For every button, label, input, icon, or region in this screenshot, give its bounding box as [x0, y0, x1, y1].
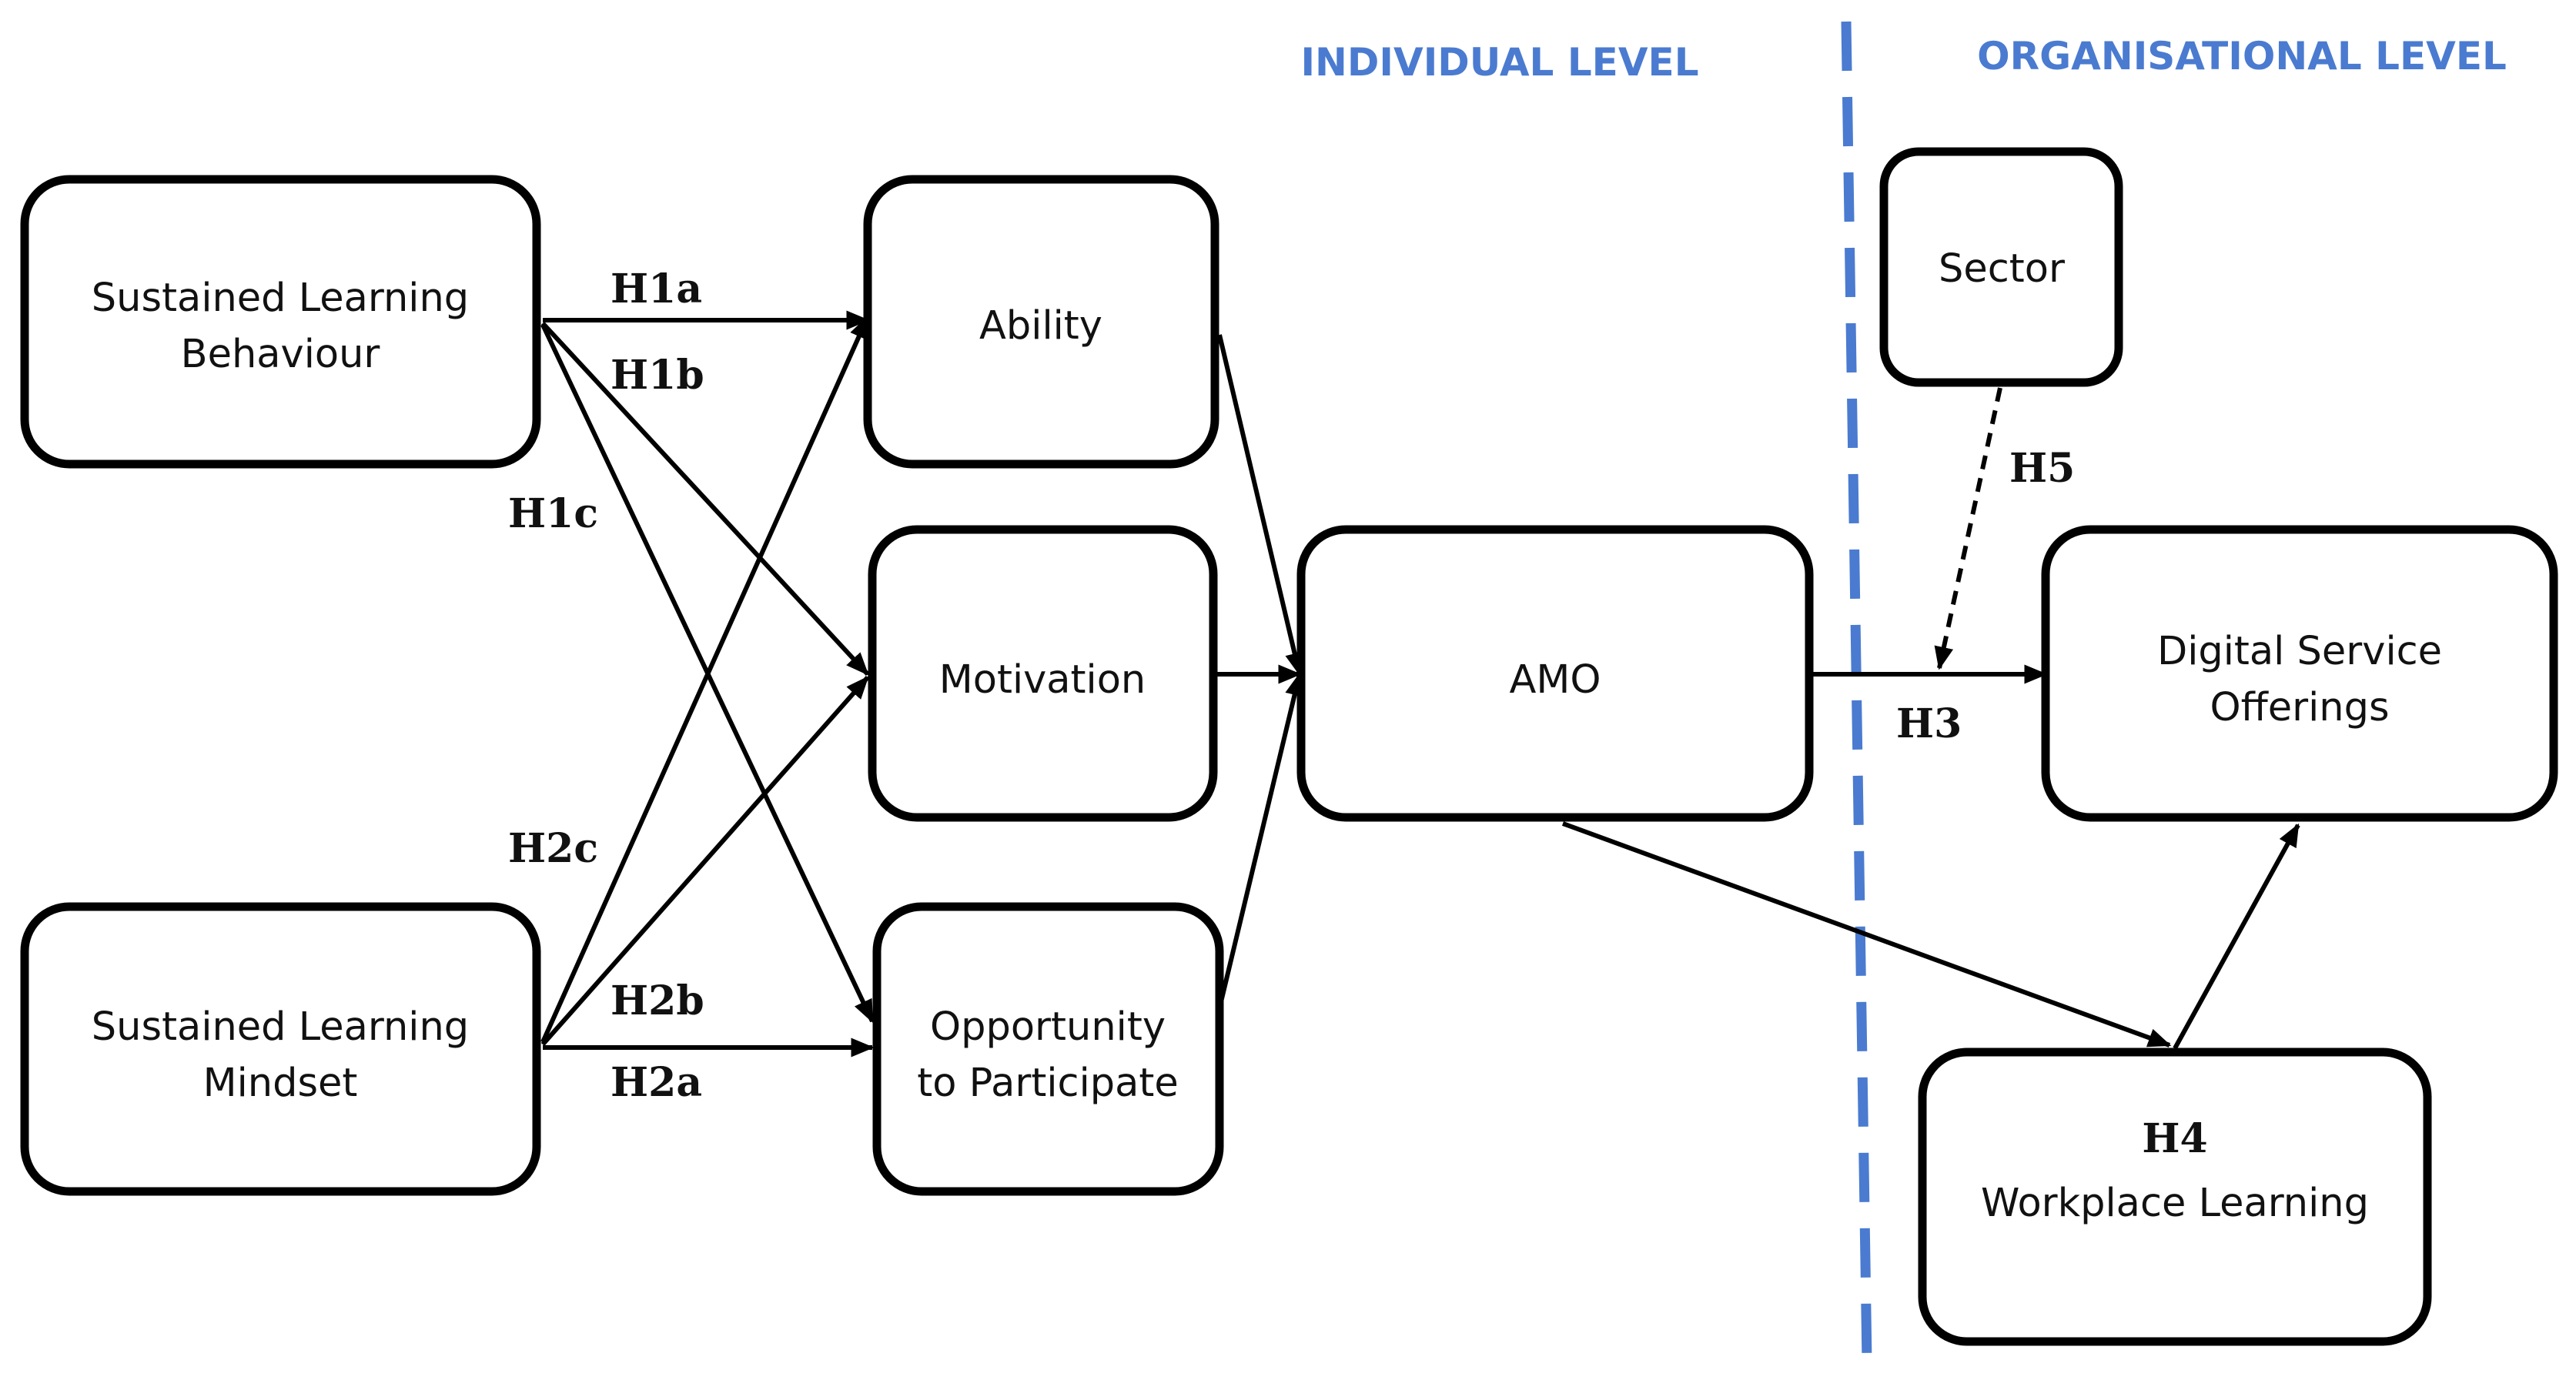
hypothesis-label-h2a: H2a — [611, 1059, 702, 1106]
arrow-workplace-to-dso — [2173, 823, 2300, 1050]
node-sector: Sector — [1879, 147, 2123, 387]
arrow-opportunity-to-amo — [1217, 672, 1304, 1009]
arrow-amo-to-workplace — [1561, 821, 2172, 1048]
node-amo: AMO — [1296, 525, 1814, 822]
arrow-slm-to-motivation — [540, 676, 870, 1046]
node-label: Sustained Learning — [92, 1004, 469, 1050]
node-label: to Participate — [917, 1061, 1178, 1106]
node-label: Workplace Learning — [1981, 1181, 2369, 1226]
arrow-slb-to-motivation — [540, 321, 870, 677]
node-label: Behaviour — [181, 332, 380, 377]
arrow-ability-to-amo — [1217, 334, 1304, 677]
arrow-sector-moderation — [1934, 387, 2002, 670]
node-label: Mindset — [203, 1061, 358, 1106]
hypothesis-label-h5: H5 — [2009, 445, 2075, 492]
node-workplace-learning: H4 Workplace Learning — [1918, 1048, 2432, 1346]
arrow-slm-to-ability — [540, 315, 870, 1044]
node-label: Sustained Learning — [92, 276, 469, 321]
node-label: Digital Service — [2157, 629, 2442, 674]
organisational-level-label: ORGANISATIONAL LEVEL — [1977, 34, 2507, 79]
node-label: Offerings — [2210, 685, 2389, 730]
node-ability: Ability — [863, 175, 1219, 469]
level-divider — [1841, 21, 1872, 1363]
hypothesis-label-h1c: H1c — [508, 490, 598, 537]
node-motivation: Motivation — [868, 525, 1218, 822]
node-label: Motivation — [939, 657, 1146, 703]
hypothesis-label-h3: H3 — [1896, 700, 1962, 747]
node-digital-service-offerings: Digital Service Offerings — [2041, 525, 2558, 822]
node-label: Sector — [1939, 246, 2065, 292]
hypothesis-label-h2c: H2c — [508, 825, 598, 872]
node-label: Opportunity — [930, 1004, 1166, 1050]
node-sustained-learning-behaviour: Sustained Learning Behaviour — [20, 175, 541, 469]
hypothesis-label-h1a: H1a — [611, 266, 702, 312]
node-label: AMO — [1509, 657, 1601, 703]
node-hypothesis-label: H4 — [2142, 1115, 2207, 1162]
individual-level-label: INDIVIDUAL LEVEL — [1300, 40, 1698, 85]
hypothesis-label-h1b: H1b — [611, 352, 704, 399]
hypothesis-label-h2b: H2b — [611, 977, 704, 1024]
node-sustained-learning-mindset: Sustained Learning Mindset — [20, 902, 541, 1196]
node-label: Ability — [979, 303, 1102, 349]
node-opportunity-to-participate: Opportunity to Participate — [872, 902, 1224, 1196]
